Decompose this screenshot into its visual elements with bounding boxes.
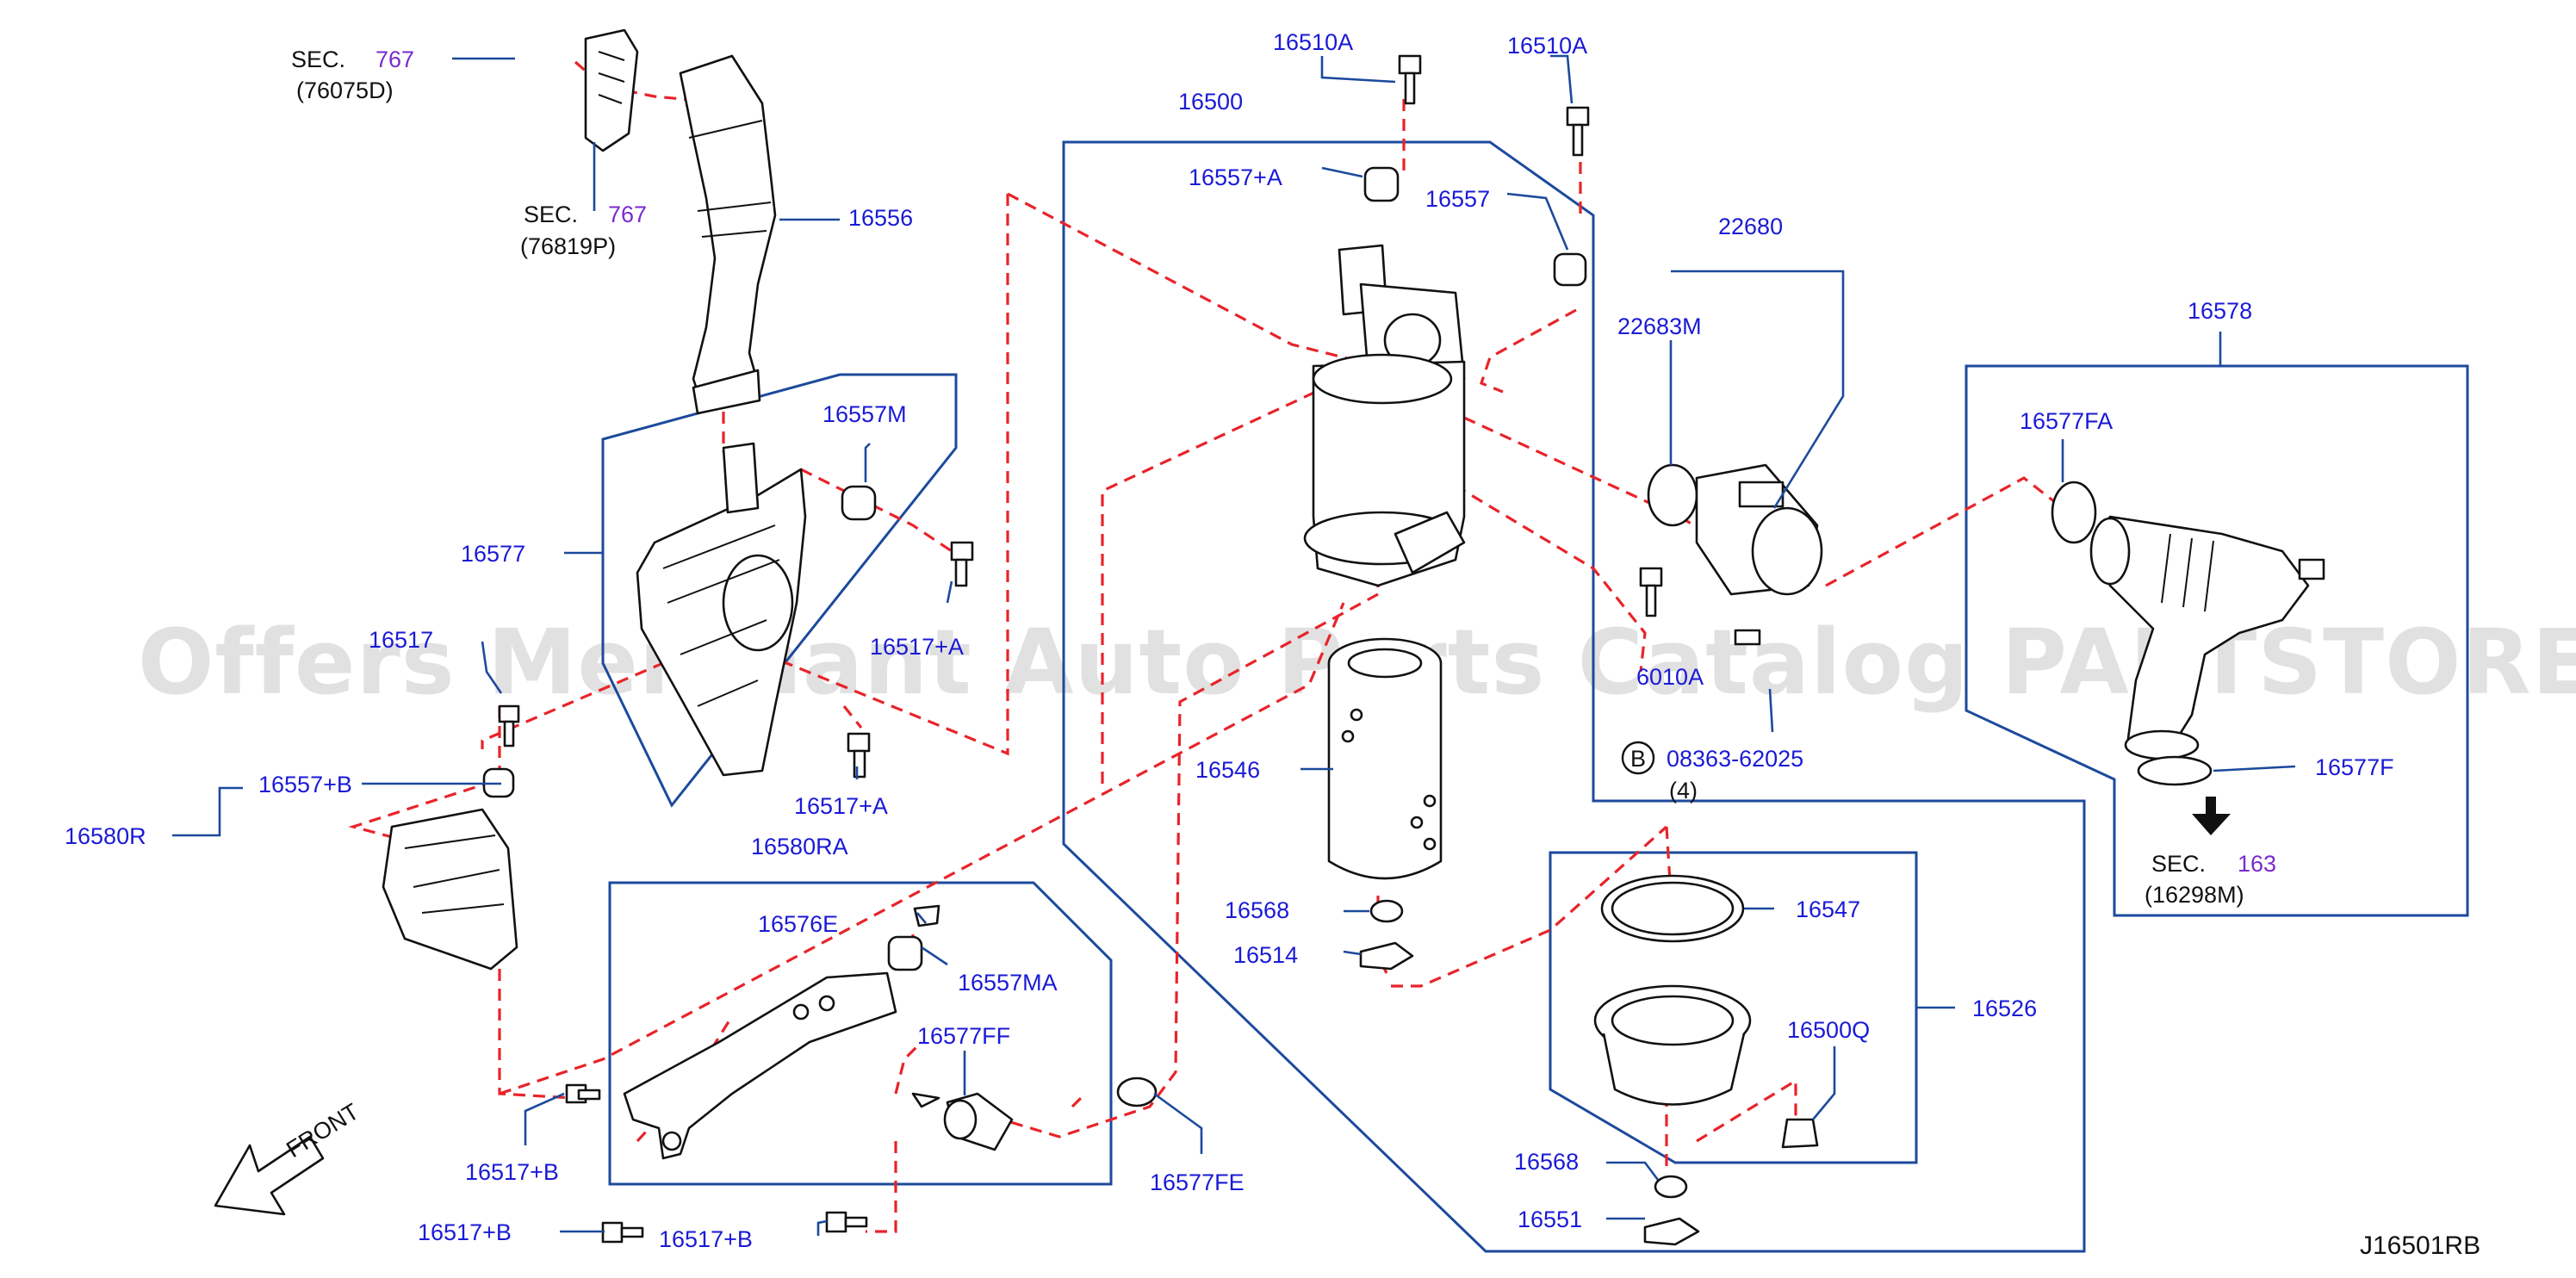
callout-22683M: 22683M (1617, 313, 1702, 339)
bolt-note-qty: (4) (1669, 778, 1698, 803)
callout-16526: 16526 (1972, 996, 2037, 1021)
callout-16517B-2: 16517+B (418, 1219, 512, 1245)
frame-16578-group (1965, 364, 2469, 917)
bolts (498, 54, 1761, 1244)
hose-16577FF (911, 1092, 1014, 1151)
resonator-16577 (636, 442, 807, 777)
callout-labels: 16556 16577 16557M 16517 16517+A 16517+A… (65, 29, 2394, 1252)
grommet-16557M (841, 485, 877, 521)
drawing-code: J16501RB (2360, 1231, 2480, 1260)
seal-16547 (1600, 874, 1745, 943)
callout-16577FA: 16577FA (2020, 408, 2113, 434)
callout-16517B-1: 16517+B (465, 1159, 559, 1185)
clamp-16577FE (1116, 1076, 1158, 1107)
callout-16557B: 16557+B (258, 772, 352, 797)
frame-16526-group (1549, 851, 1918, 1164)
front-label: FRONT (282, 1098, 363, 1163)
frame-16580RA-group (608, 881, 1113, 1186)
section-ref-16298M: SEC. 163 (16298M) (2145, 851, 2276, 908)
bracket-76075D (584, 28, 639, 152)
callout-16557M: 16557M (822, 401, 907, 427)
svg-text:SEC.: SEC. (2151, 851, 2206, 877)
svg-text:767: 767 (376, 47, 414, 72)
callout-16517A-1: 16517+A (870, 634, 964, 660)
frame-16577-group (601, 373, 958, 808)
clamp-16577F (2137, 755, 2213, 786)
callout-16510A-1: 16510A (1273, 29, 1353, 55)
dust-cup-16526 (1593, 984, 1752, 1106)
callout-16580RA: 16580RA (751, 834, 848, 859)
callout-16557A: 16557+A (1189, 164, 1282, 190)
callout-16557: 16557 (1425, 186, 1490, 212)
callout-16517A-2: 16517+A (794, 793, 888, 819)
valve-16500Q (1781, 1118, 1819, 1149)
callout-16578: 16578 (2188, 298, 2252, 324)
air-cleaner-housing-16500 (1303, 244, 1466, 587)
callout-16500Q: 16500Q (1787, 1017, 1870, 1043)
callout-22680: 22680 (1718, 214, 1783, 239)
svg-text:767: 767 (608, 202, 647, 227)
callout-16568-1: 16568 (1225, 897, 1289, 923)
wing-nut-16514 (1359, 941, 1414, 971)
callout-16551: 16551 (1518, 1207, 1582, 1232)
callout-16577FE: 16577FE (1150, 1169, 1245, 1195)
svg-text:SEC.: SEC. (524, 202, 578, 227)
svg-text:SEC.: SEC. (291, 47, 345, 72)
washer-16568-top (1369, 899, 1404, 923)
leader-lines (172, 54, 2296, 1236)
wing-nut-16551 (1643, 1217, 1700, 1246)
intake-hose-16578 (2089, 515, 2325, 760)
air-flow-meter-22680 (1695, 463, 1823, 596)
callout-16510A-2: 16510A (1507, 33, 1587, 59)
front-arrow-icon (214, 1135, 325, 1216)
svg-text:(76075D): (76075D) (296, 78, 394, 103)
callout-16556: 16556 (848, 205, 913, 231)
o-ring-22683M (1647, 463, 1698, 527)
svg-text:(16298M): (16298M) (2145, 882, 2244, 908)
callout-16514: 16514 (1233, 942, 1298, 968)
svg-text:163: 163 (2238, 851, 2276, 877)
grommet-16557MA (887, 935, 923, 971)
bracket-16580R (382, 808, 518, 971)
filter-element-16546 (1327, 637, 1443, 880)
bolt-note-symbol: B (1630, 746, 1646, 772)
callout-16577F: 16577F (2315, 754, 2394, 780)
callout-16576E: 16576E (758, 911, 838, 937)
bracket-16580RA (623, 971, 897, 1160)
pin-16576E (913, 904, 940, 927)
callout-6010A: 6010A (1636, 664, 1704, 690)
callout-16547: 16547 (1796, 896, 1860, 922)
callout-16577FF: 16577FF (917, 1023, 1010, 1049)
clamp-16577FA (2051, 481, 2097, 544)
callout-16577: 16577 (461, 541, 525, 567)
callout-16500: 16500 (1178, 89, 1243, 115)
grommets-16557 (1363, 166, 1587, 287)
svg-text:(76819P): (76819P) (520, 233, 616, 259)
bolt-note-code: 08363-62025 (1667, 746, 1803, 772)
callout-16546: 16546 (1195, 757, 1260, 783)
callout-16557MA: 16557MA (958, 970, 1058, 996)
arrow-down-icon (2192, 797, 2231, 835)
frame-16500-group (1062, 140, 2086, 1253)
callout-16568-2: 16568 (1514, 1149, 1579, 1175)
section-ref-76819P: SEC. 767 (76819P) (520, 202, 647, 259)
callout-16517B-3: 16517+B (659, 1226, 753, 1252)
air-duct-16556 (679, 54, 777, 415)
bolt-note: B 08363-62025 (4) (1621, 741, 1803, 803)
callout-16580R: 16580R (65, 823, 146, 849)
washer-16568-bottom (1654, 1175, 1688, 1199)
section-ref-76075D: SEC. 767 (76075D) (291, 47, 414, 103)
callout-16517: 16517 (369, 627, 433, 653)
